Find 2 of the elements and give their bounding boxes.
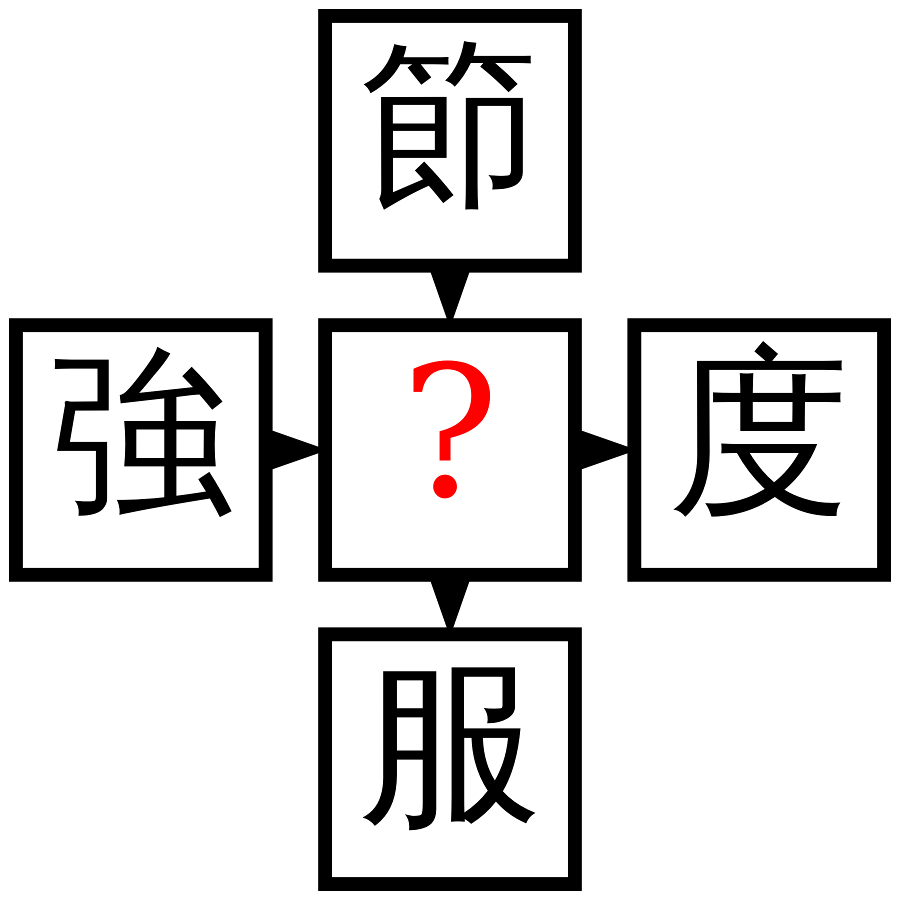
node-box: 度	[627, 318, 891, 582]
node-box: 服	[318, 627, 582, 891]
